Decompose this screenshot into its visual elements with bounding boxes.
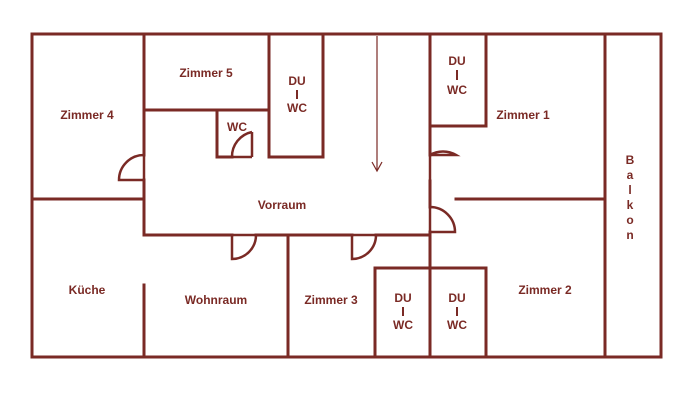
- bathroom-du-label: DU: [448, 291, 465, 305]
- door-zimmer1: [428, 150, 461, 181]
- label-zimmer4: Zimmer 4: [60, 108, 114, 122]
- bathroom-top-center: DU WC: [287, 74, 307, 115]
- stair-arrow-head: [371, 161, 383, 173]
- bathroom-bottom-left: DU WC: [393, 291, 413, 332]
- bathroom-bottom-right: DU WC: [447, 291, 467, 332]
- bathroom-wc-label: WC: [393, 318, 413, 332]
- label-zimmer2: Zimmer 2: [518, 283, 572, 297]
- outer-wall: [30, 32, 663, 359]
- bathroom-wc-label: WC: [447, 83, 467, 97]
- wall-wc-small: [215, 108, 234, 159]
- balkon-letter: k: [627, 198, 634, 212]
- bathroom-du-label: DU: [288, 74, 305, 88]
- door-zimmer3: [350, 233, 378, 261]
- bathroom-du-label: DU: [394, 291, 411, 305]
- label-balkon: B a l k o n: [626, 153, 635, 242]
- bathroom-wc-label: WC: [287, 101, 307, 115]
- door-wohnraum: [230, 233, 258, 261]
- door-wc: [230, 130, 254, 159]
- balkon-letter: n: [626, 228, 633, 242]
- label-wc-small: WC: [227, 120, 247, 134]
- bathroom-du-label: DU: [448, 54, 465, 68]
- label-zimmer1: Zimmer 1: [496, 108, 550, 122]
- balkon-letter: o: [626, 213, 633, 227]
- label-wohnraum: Wohnraum: [185, 293, 247, 307]
- balkon-letter: B: [626, 153, 635, 167]
- label-zimmer5: Zimmer 5: [179, 66, 233, 80]
- label-zimmer3: Zimmer 3: [304, 293, 358, 307]
- bathroom-wc-label: WC: [447, 318, 467, 332]
- balkon-letter: a: [627, 168, 634, 182]
- bathroom-top-right: DU WC: [447, 54, 467, 97]
- balkon-letter: l: [628, 183, 631, 197]
- door-zimmer2: [428, 205, 457, 234]
- door-zimmer4: [117, 153, 146, 182]
- label-vorraum: Vorraum: [258, 198, 306, 212]
- label-kueche: Küche: [69, 283, 106, 297]
